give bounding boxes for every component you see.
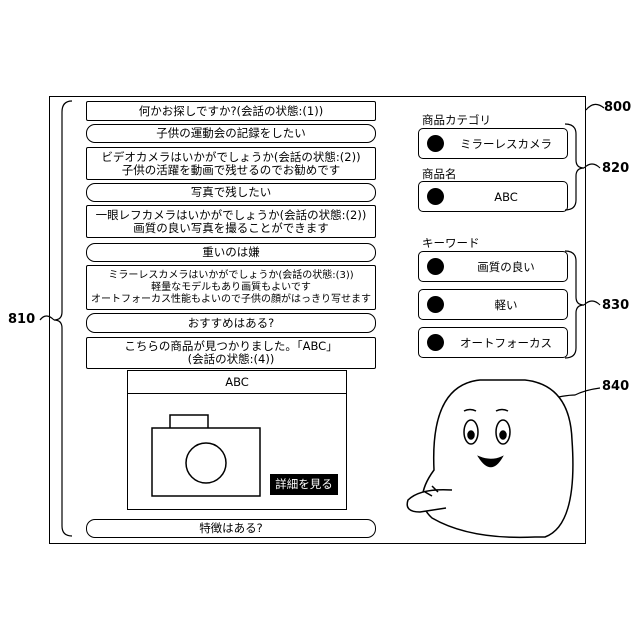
category-dot-icon	[427, 135, 444, 152]
keyword-label: キーワード	[422, 235, 480, 251]
bubble-lines: 重いのは嫌	[202, 246, 260, 259]
bubble-user-1: 子供の運動会の記録をしたい	[86, 124, 376, 143]
name-label: 商品名	[422, 166, 457, 182]
keyword-pill-2[interactable]: 軽い	[418, 289, 568, 320]
category-value: ミラーレスカメラ	[449, 129, 563, 158]
keyword-dot-icon	[427, 296, 444, 313]
ref-810-leader	[40, 316, 54, 320]
bubble-agent-1: 何かお探しですか?(会話の状態:(1))	[86, 101, 376, 121]
bubble-user-3: 重いのは嫌	[86, 243, 376, 262]
keyword-dot-icon	[427, 334, 444, 351]
bubble-lines: ビデオカメラはいかがでしょうか(会話の状態:(2))子供の活躍を動画で残せるので…	[101, 151, 360, 177]
keyword-pill-1[interactable]: 画質の良い	[418, 251, 568, 282]
conversation-brace	[54, 101, 72, 536]
agent-character	[407, 380, 573, 537]
agent-left-pupil	[468, 431, 474, 439]
bubble-user-4: おすすめはある?	[86, 313, 376, 333]
keyword-value: 画質の良い	[449, 252, 563, 281]
bubble-lines: 子供の運動会の記録をしたい	[156, 127, 306, 140]
bubble-lines: 何かお探しですか?(会話の状態:(1))	[139, 105, 323, 118]
category-label: 商品カテゴリ	[422, 112, 491, 128]
ref-840: 840	[602, 379, 629, 394]
bubble-lines: こちらの商品が見つかりました。「ABC」(会話の状態:(4))	[124, 340, 337, 366]
bubble-lines: 一眼レフカメラはいかがでしょうか(会話の状態:(2))画質の良い写真を撮ることが…	[96, 209, 367, 235]
ref-800: 800	[604, 100, 631, 115]
name-dot-icon	[427, 188, 444, 205]
agent-right-pupil	[500, 431, 506, 439]
bubble-user-2: 写真で残したい	[86, 183, 376, 202]
agent-hand	[407, 490, 452, 512]
keyword-pill-3[interactable]: オートフォーカス	[418, 327, 568, 358]
name-value: ABC	[449, 182, 563, 211]
bubble-user-5: 特徴はある?	[86, 519, 376, 538]
bubble-lines: 写真で残したい	[191, 186, 272, 199]
ref-810: 810	[8, 312, 35, 327]
camera-lens	[186, 443, 226, 483]
bubble-agent-3: 一眼レフカメラはいかがでしょうか(会話の状態:(2))画質の良い写真を撮ることが…	[86, 205, 376, 238]
keyword-dot-icon	[427, 258, 444, 275]
bubble-lines: ミラーレスカメラはいかがでしょうか(会話の状態:(3))軽量なモデルもあり画質も…	[91, 270, 371, 306]
ref-820-leader	[584, 164, 600, 168]
category-pill[interactable]: ミラーレスカメラ	[418, 128, 568, 159]
bubble-agent-2: ビデオカメラはいかがでしょうか(会話の状態:(2))子供の活躍を動画で残せるので…	[86, 147, 376, 180]
ref-830-leader	[584, 301, 600, 305]
bubble-agent-5: こちらの商品が見つかりました。「ABC」(会話の状態:(4))	[86, 337, 376, 369]
keyword-value: 軽い	[449, 290, 563, 319]
bubble-lines: 特徴はある?	[199, 522, 263, 535]
bubble-lines: おすすめはある?	[188, 317, 275, 330]
ref-830: 830	[602, 298, 629, 313]
keyword-value: オートフォーカス	[449, 328, 563, 357]
bubble-agent-4: ミラーレスカメラはいかがでしょうか(会話の状態:(3))軽量なモデルもあり画質も…	[86, 265, 376, 310]
ref-820: 820	[602, 161, 629, 176]
detail-button[interactable]: 詳細を見る	[270, 474, 338, 495]
ref-800-leader	[586, 104, 604, 110]
name-pill[interactable]: ABC	[418, 181, 568, 212]
